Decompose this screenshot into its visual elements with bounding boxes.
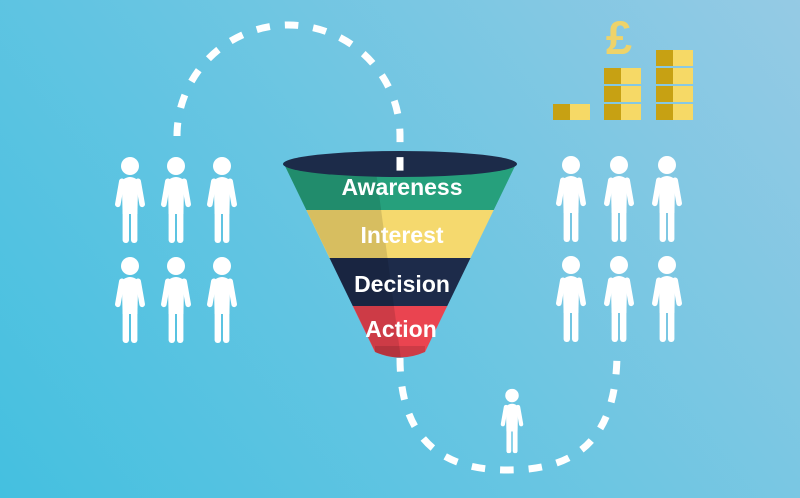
- coin: [656, 86, 693, 102]
- funnel-shadow-facet: [284, 164, 401, 358]
- funnel-stage-interest-label: Interest: [360, 222, 443, 248]
- coin: [604, 68, 641, 84]
- pound-symbol: £: [605, 11, 633, 64]
- coin: [656, 50, 693, 66]
- money-stacks: £: [549, 11, 699, 120]
- coin-stack-large: [656, 50, 693, 120]
- coin-stack-medium: [604, 68, 641, 120]
- coin: [604, 104, 641, 120]
- coin: [656, 104, 693, 120]
- flow-arc-bottom-right: [396, 351, 621, 474]
- coin: [604, 86, 641, 102]
- funnel-stage-decision-label: Decision: [354, 271, 450, 297]
- coin-stack-small: [553, 104, 590, 120]
- funnel-tip-shade: [375, 346, 425, 358]
- funnel: Awareness Interest Decision Action: [283, 151, 517, 358]
- coin: [656, 68, 693, 84]
- funnel-stage-action-label: Action: [365, 316, 437, 342]
- funnel-stage-awareness-label: Awareness: [341, 174, 462, 200]
- flow-arc-top-left: [173, 21, 404, 174]
- coin: [553, 104, 590, 120]
